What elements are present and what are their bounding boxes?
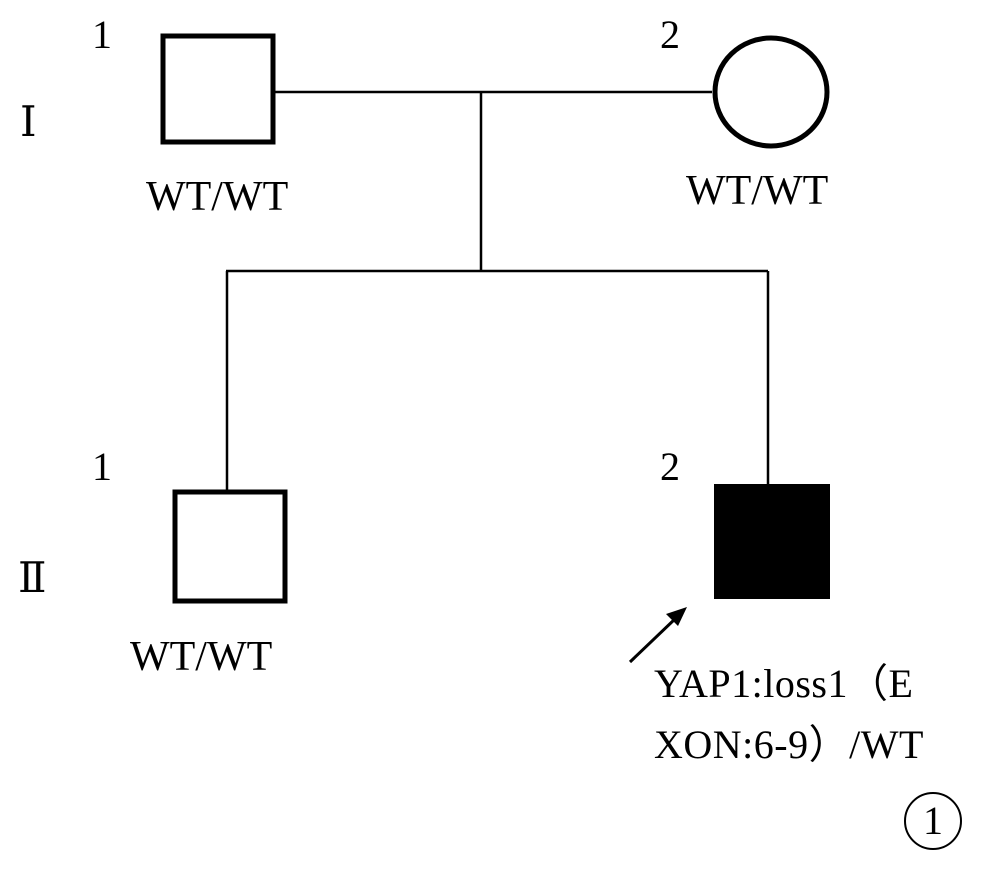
- genotype-I-1: WT/WT: [146, 174, 289, 220]
- individual-number-I-1: 1: [92, 12, 112, 57]
- proband-arrow-icon: [628, 607, 687, 664]
- genotype-II-2-line-1: YAP1:loss1（E: [654, 661, 914, 706]
- generation-label-II: Ⅱ: [18, 556, 47, 602]
- individual-number-II-2: 2: [660, 444, 680, 489]
- individual-I-2-female-symbol: [712, 35, 830, 149]
- genotype-II-1: WT/WT: [130, 634, 273, 680]
- panel-label-circled-number: 1: [904, 792, 962, 850]
- individual-I-1-male-symbol: [160, 33, 276, 145]
- genotype-II-2-line-2: XON:6-9）/WT: [654, 722, 924, 767]
- individual-II-1-male-symbol: [172, 489, 288, 604]
- individual-number-II-1: 1: [92, 444, 112, 489]
- individual-II-2-affected-male-symbol: [714, 484, 830, 599]
- individual-number-I-2: 2: [660, 12, 680, 57]
- genotype-I-2: WT/WT: [686, 168, 829, 214]
- generation-label-I: Ⅰ: [20, 100, 37, 146]
